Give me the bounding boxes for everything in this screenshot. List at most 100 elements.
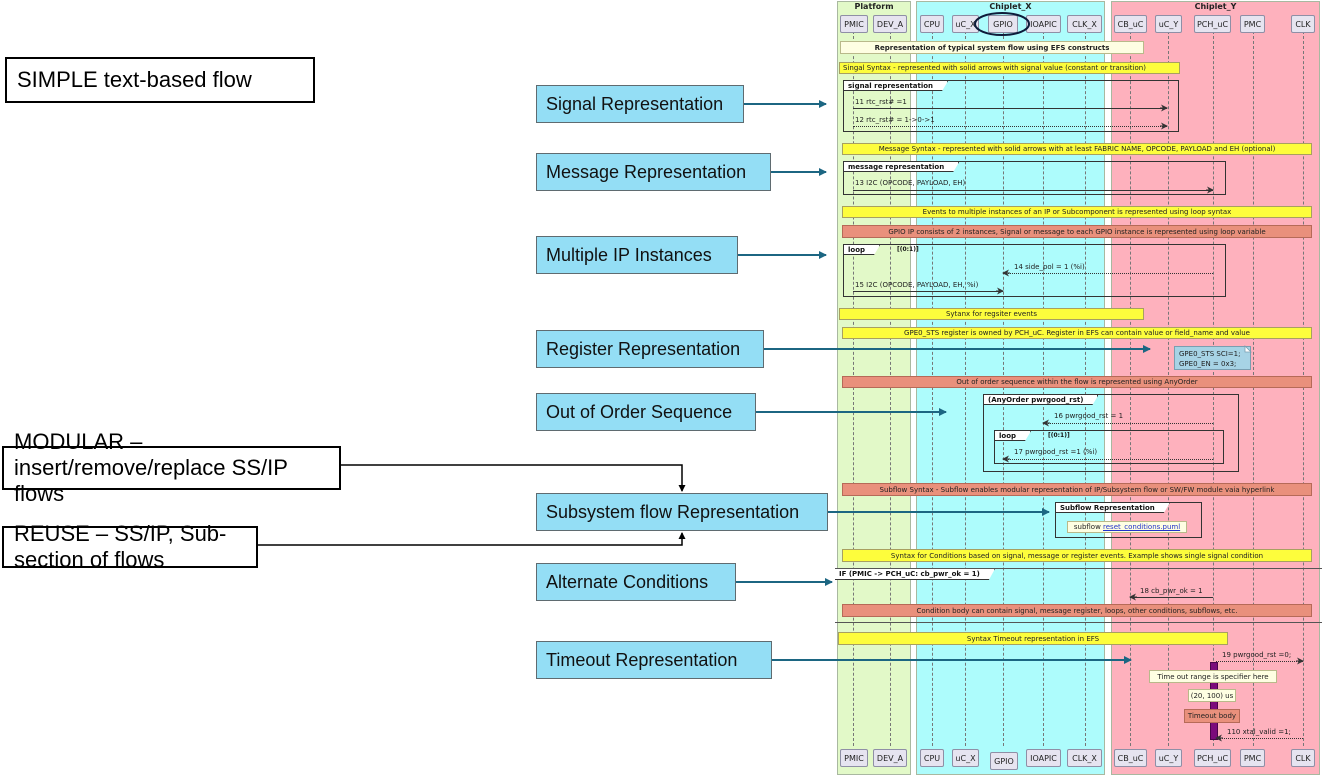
participant-dev-a-bottom[interactable]: DEV_A [873, 749, 907, 767]
participant-label: PMIC [844, 19, 864, 29]
lane-chiplet-y: Chiplet_Y [1111, 1, 1320, 775]
participant-cpu-bottom[interactable]: CPU [920, 749, 944, 767]
category-label: Register Representation [546, 338, 741, 359]
participant-label: PCH_uC [1196, 19, 1229, 29]
participant-cb-uc[interactable]: CB_uC [1114, 15, 1147, 33]
participant-label: CB_uC [1117, 753, 1144, 763]
participant-uc-y[interactable]: uC_Y [1155, 15, 1182, 33]
callout-reuse: REUSE – SS/IP, Sub-section of flows [2, 521, 258, 572]
participant-label: CPU [923, 19, 941, 29]
note-conditions-syntax: Syntax for Conditions based on signal, m… [842, 549, 1312, 562]
note-timeout-syntax: Syntax Timeout representation in EFS [838, 632, 1228, 645]
lane-platform: Platform [837, 1, 911, 775]
category-label: Multiple IP Instances [546, 244, 712, 265]
category-multiple-ip: Multiple IP Instances [536, 236, 738, 274]
note-title: Representation of typical system flow us… [840, 41, 1144, 54]
participant-pch-uc-bottom[interactable]: PCH_uC [1194, 749, 1231, 767]
participant-clk-bottom[interactable]: CLK [1291, 749, 1315, 767]
connector-reuse [258, 532, 686, 546]
subflow-prefix: subflow [1073, 523, 1104, 531]
participant-pch-uc[interactable]: PCH_uC [1194, 15, 1231, 33]
message-15: 15 I2C (OPCODE, PAYLOAD, EH, %i) [855, 281, 979, 289]
note-loop-syntax: Events to multiple instances of an IP or… [842, 206, 1312, 218]
note-condition-body: Condition body can contain signal, messa… [842, 604, 1312, 617]
participant-cpu[interactable]: CPU [920, 15, 944, 33]
participant-pmic-bottom[interactable]: PMIC [840, 749, 868, 767]
note-anyorder: Out of order sequence within the flow is… [842, 376, 1312, 388]
participant-label: CLK_X [1072, 753, 1097, 763]
frame-tab-anyorder: (AnyOrder pwrgood_rst) [984, 395, 1098, 405]
participant-clk-x[interactable]: CLK_X [1067, 15, 1102, 33]
arrow-17 [1003, 459, 1213, 460]
participant-clk-x-bottom[interactable]: CLK_X [1067, 749, 1102, 767]
note-timeout-range: Time out range is specifier here [1149, 670, 1277, 683]
category-label: Subsystem flow Representation [546, 501, 800, 522]
note-message-syntax: Message Syntax - represented with solid … [842, 143, 1312, 155]
participant-label: IOAPIC [1030, 19, 1057, 29]
lifeline-dev-a [890, 31, 891, 746]
lane-title-chiplet-x: Chiplet_X [989, 2, 1032, 11]
category-subsystem-flow: Subsystem flow Representation [536, 493, 828, 531]
lifeline-pmic [853, 31, 854, 746]
participant-label: CPU [923, 753, 941, 763]
arrow-14 [1003, 273, 1213, 274]
message-13: 13 I2C (OPCODE, PAYLOAD, EH) [855, 179, 966, 187]
arrow-110 [1216, 738, 1303, 739]
lifeline-pch-uc [1213, 31, 1214, 746]
category-signal: Signal Representation [536, 85, 744, 123]
register-note: GPE0_STS SCI=1; GPE0_EN = 0x3; [1174, 346, 1251, 370]
participant-dev-a[interactable]: DEV_A [873, 15, 907, 33]
participant-cb-uc-bottom[interactable]: CB_uC [1114, 749, 1147, 767]
participant-clk[interactable]: CLK [1291, 15, 1315, 33]
participant-uc-y-bottom[interactable]: uC_Y [1155, 749, 1182, 767]
participant-label: CB_uC [1117, 19, 1144, 29]
participant-uc-x-bottom[interactable]: uC_X [952, 749, 979, 767]
arrow-15 [853, 291, 1003, 292]
participant-label: uC_X [955, 753, 976, 763]
participant-ioapic[interactable]: IOAPIC [1026, 15, 1061, 33]
note-gpio-instances: GPIO IP consists of 2 instances, Signal … [842, 225, 1312, 238]
participant-gpio-bottom[interactable]: GPIO [990, 752, 1018, 770]
lane-chiplet-x: Chiplet_X [916, 1, 1105, 775]
message-18: 18 cb_pwr_ok = 1 [1140, 587, 1203, 595]
frame-tab-subflow: Subflow Representation [1056, 503, 1170, 513]
register-line-2: GPE0_EN = 0x3; [1179, 360, 1237, 368]
frame-subflow: Subflow Representation [1055, 502, 1202, 538]
participant-label: uC_X [955, 19, 976, 29]
participant-pmc[interactable]: PMC [1240, 15, 1265, 33]
participant-label: DEV_A [876, 753, 904, 763]
lifeline-uc-y [1168, 31, 1169, 746]
arrow-11 [853, 108, 1167, 109]
participant-pmic[interactable]: PMIC [840, 15, 868, 33]
frame-anyorder: (AnyOrder pwrgood_rst) [983, 394, 1239, 472]
participant-label: PMIC [844, 753, 864, 763]
note-register-owner: GPE0_STS register is owned by PCH_uC. Re… [842, 327, 1312, 339]
message-14: 14 side_pol = 1 (%i) [1014, 263, 1085, 271]
category-register: Register Representation [536, 330, 764, 368]
participant-gpio[interactable]: GPIO [988, 15, 1018, 33]
lifeline-cb-uc [1130, 31, 1131, 746]
participant-label: PMC [1243, 19, 1262, 29]
participant-label: uC_Y [1158, 753, 1179, 763]
arrow-19 [1216, 661, 1303, 662]
participant-label: DEV_A [876, 19, 904, 29]
frame-signal: signal representation [843, 80, 1179, 132]
participant-pmc-bottom[interactable]: PMC [1240, 749, 1265, 767]
frame-tab-message: message representation [844, 162, 959, 172]
lane-title-chiplet-y: Chiplet_Y [1194, 2, 1237, 11]
lifeline-ioapic [1043, 31, 1044, 746]
category-label: Message Representation [546, 161, 747, 182]
frame-message: message representation [843, 161, 1226, 195]
if-frame-bottom [835, 622, 1322, 623]
message-12: 12 rtc_rst# = 1->0->1 [855, 116, 935, 124]
lifeline-gpio [1003, 31, 1004, 746]
participant-ioapic-bottom[interactable]: IOAPIC [1026, 749, 1061, 767]
connector-modular [341, 464, 686, 492]
participant-uc-x[interactable]: uC_X [952, 15, 979, 33]
category-label: Out of Order Sequence [546, 401, 733, 422]
category-label: Alternate Conditions [546, 571, 709, 592]
arrow-18 [1130, 597, 1213, 598]
message-11: 11 rtc_rst# =1 [855, 98, 907, 106]
subflow-link[interactable]: reset_conditions.puml [1103, 523, 1181, 531]
if-frame-top [835, 568, 1322, 569]
